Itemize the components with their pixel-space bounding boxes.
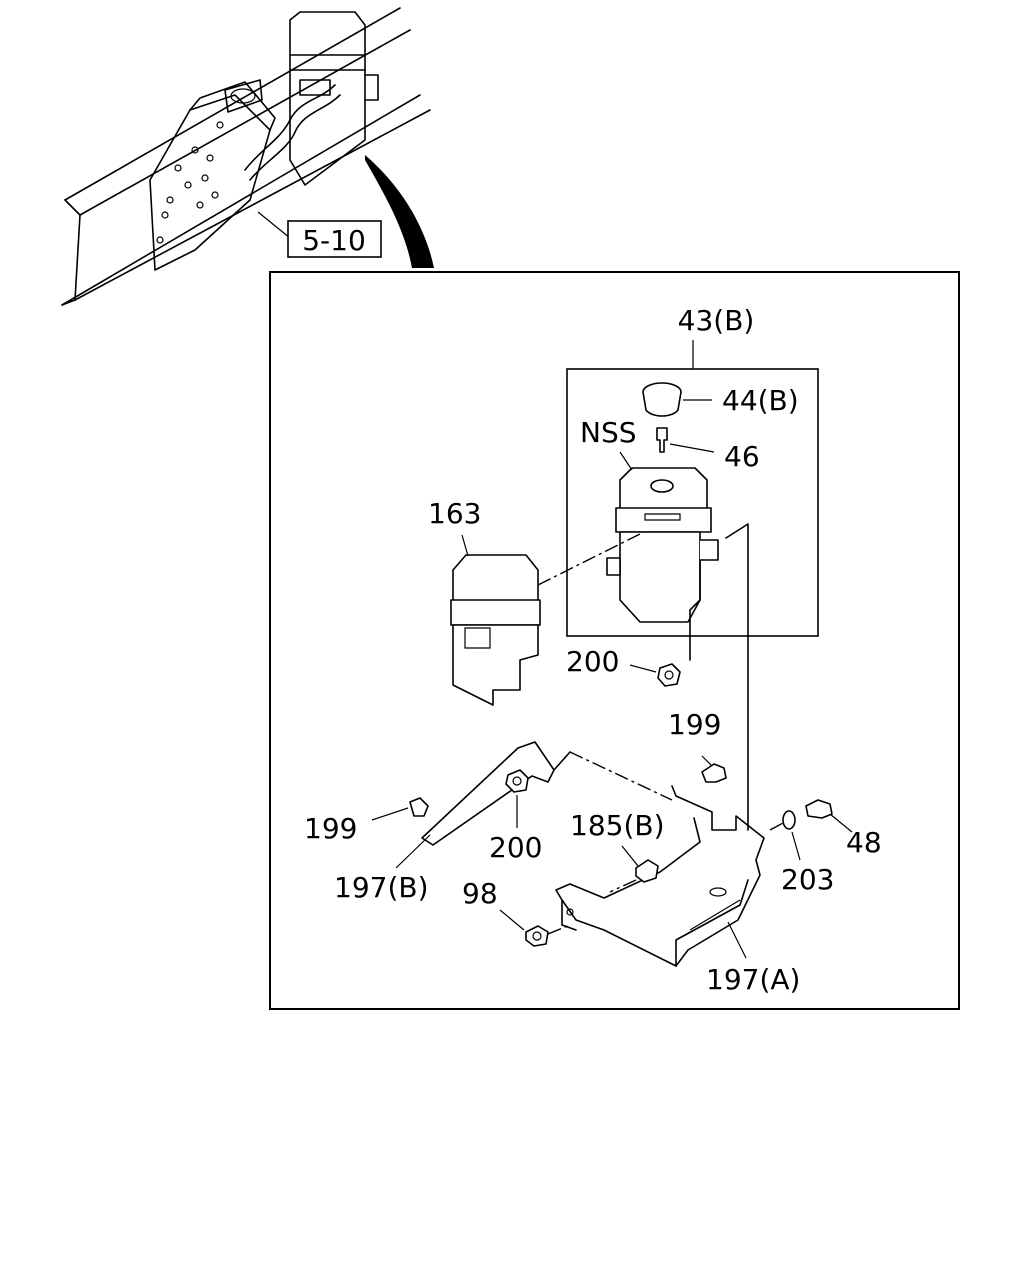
- bolt-185b-part: [609, 845, 659, 893]
- label-203: 203: [781, 863, 834, 896]
- label-200-upper: 200: [566, 645, 619, 678]
- alignment-line: [537, 533, 641, 586]
- label-46: 46: [724, 440, 760, 473]
- reservoir-tank-part: [606, 451, 749, 831]
- label-197a: 197(A): [706, 963, 800, 996]
- bracket-197a-part: [555, 785, 765, 967]
- bolt-199-upper: [701, 755, 727, 783]
- washer-203-part: [782, 810, 801, 861]
- bolt-199-lower: [371, 797, 429, 821]
- detail-frame: [269, 271, 960, 1010]
- reference-box[interactable]: 5-10: [287, 220, 382, 258]
- reference-box-label: 5-10: [302, 224, 366, 257]
- part-callouts: 43(B) 44(B) NSS 46 163 200 199 199 200 1…: [304, 304, 882, 996]
- bolt-48-part: [769, 799, 853, 833]
- label-199-upper: 199: [668, 708, 721, 741]
- label-197b: 197(B): [334, 871, 429, 904]
- label-163: 163: [428, 497, 481, 530]
- label-43b: 43(B): [678, 304, 755, 337]
- label-nss: NSS: [580, 416, 637, 449]
- overview-frame-illustration: [61, 7, 431, 306]
- nut-200-lower: [505, 769, 529, 828]
- nut-200-upper: [629, 663, 681, 687]
- label-48: 48: [846, 826, 882, 859]
- detail-arrow: [365, 155, 434, 268]
- bracket-197b-part: [421, 741, 673, 846]
- label-200-lower: 200: [489, 831, 542, 864]
- label-185b: 185(B): [570, 809, 665, 842]
- level-sensor-part: [656, 427, 715, 453]
- bracket-holes: [156, 121, 224, 244]
- label-98: 98: [462, 877, 498, 910]
- label-199-lower: 199: [304, 812, 357, 845]
- cap-part: [642, 382, 712, 417]
- nut-98-part: [499, 909, 571, 947]
- tank-cover-part: [450, 534, 541, 706]
- label-44b: 44(B): [722, 384, 799, 417]
